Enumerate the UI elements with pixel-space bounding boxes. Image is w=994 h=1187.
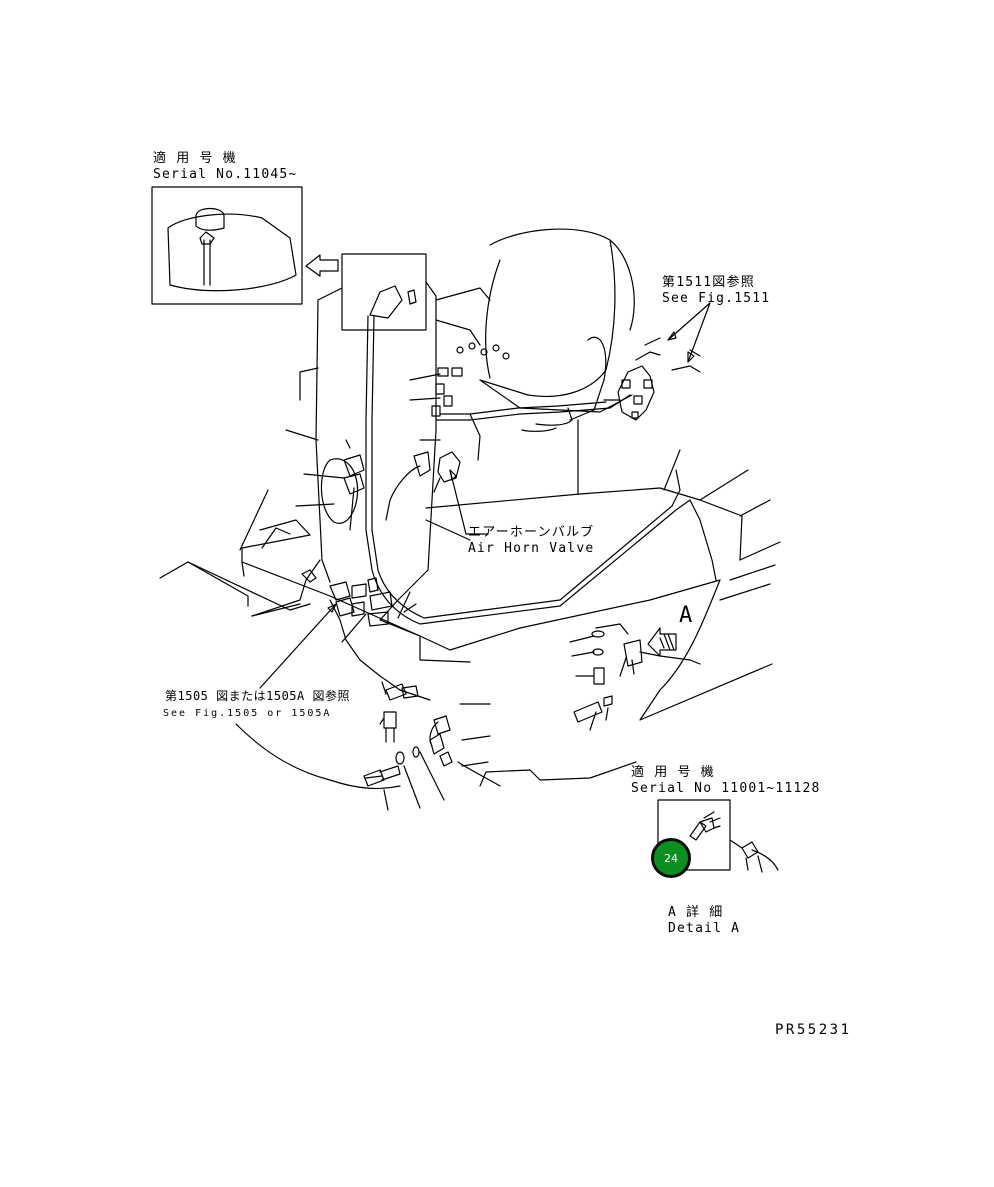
fig1511-ref-en: See Fig.1511 [662, 291, 771, 306]
fig1511-ref-jp: 第1511図参照 [662, 275, 755, 290]
detail-a-box [657, 799, 779, 873]
fig1505-ref-en: See Fig.1505 or 1505A [163, 708, 332, 719]
hardware-parts [363, 683, 453, 787]
connector-cluster [431, 342, 655, 421]
operator-seat [479, 228, 635, 421]
serial-top-label-jp: 適 用 号 機 [153, 151, 237, 166]
inset-arrow [305, 254, 339, 277]
air-horn-valve-label-en: Air Horn Valve [468, 541, 595, 556]
inset-tank-box [151, 186, 303, 305]
wiring-harness [299, 315, 717, 701]
detail-a-fittings [573, 630, 643, 723]
serial-top-label-en: Serial No.11045~ [153, 167, 298, 182]
main-unit-body [239, 281, 721, 663]
serial-detail-label-jp: 適 用 号 機 [631, 765, 715, 780]
detail-a-title-jp: A 詳 細 [668, 905, 724, 920]
detail-a-title-en: Detail A [668, 921, 741, 936]
lower-frame [159, 561, 637, 790]
detail-a-marker: A [679, 603, 693, 628]
view-a-arrow [647, 627, 677, 657]
leader-lines [251, 302, 711, 811]
callout-number-24[interactable]: 24 [651, 838, 691, 878]
fig1505-ref-jp: 第1505 図または1505A 図参照 [165, 689, 350, 703]
unit-detail-box [341, 253, 427, 331]
air-horn-valve-label-jp: エアーホーンバルブ [468, 525, 595, 540]
drawing-code: PR55231 [775, 1022, 852, 1038]
left-clamps [301, 454, 393, 627]
floor-platform [425, 419, 781, 721]
air-horn-valve [413, 451, 461, 483]
serial-detail-label-en: Serial No 11001~11128 [631, 781, 821, 796]
